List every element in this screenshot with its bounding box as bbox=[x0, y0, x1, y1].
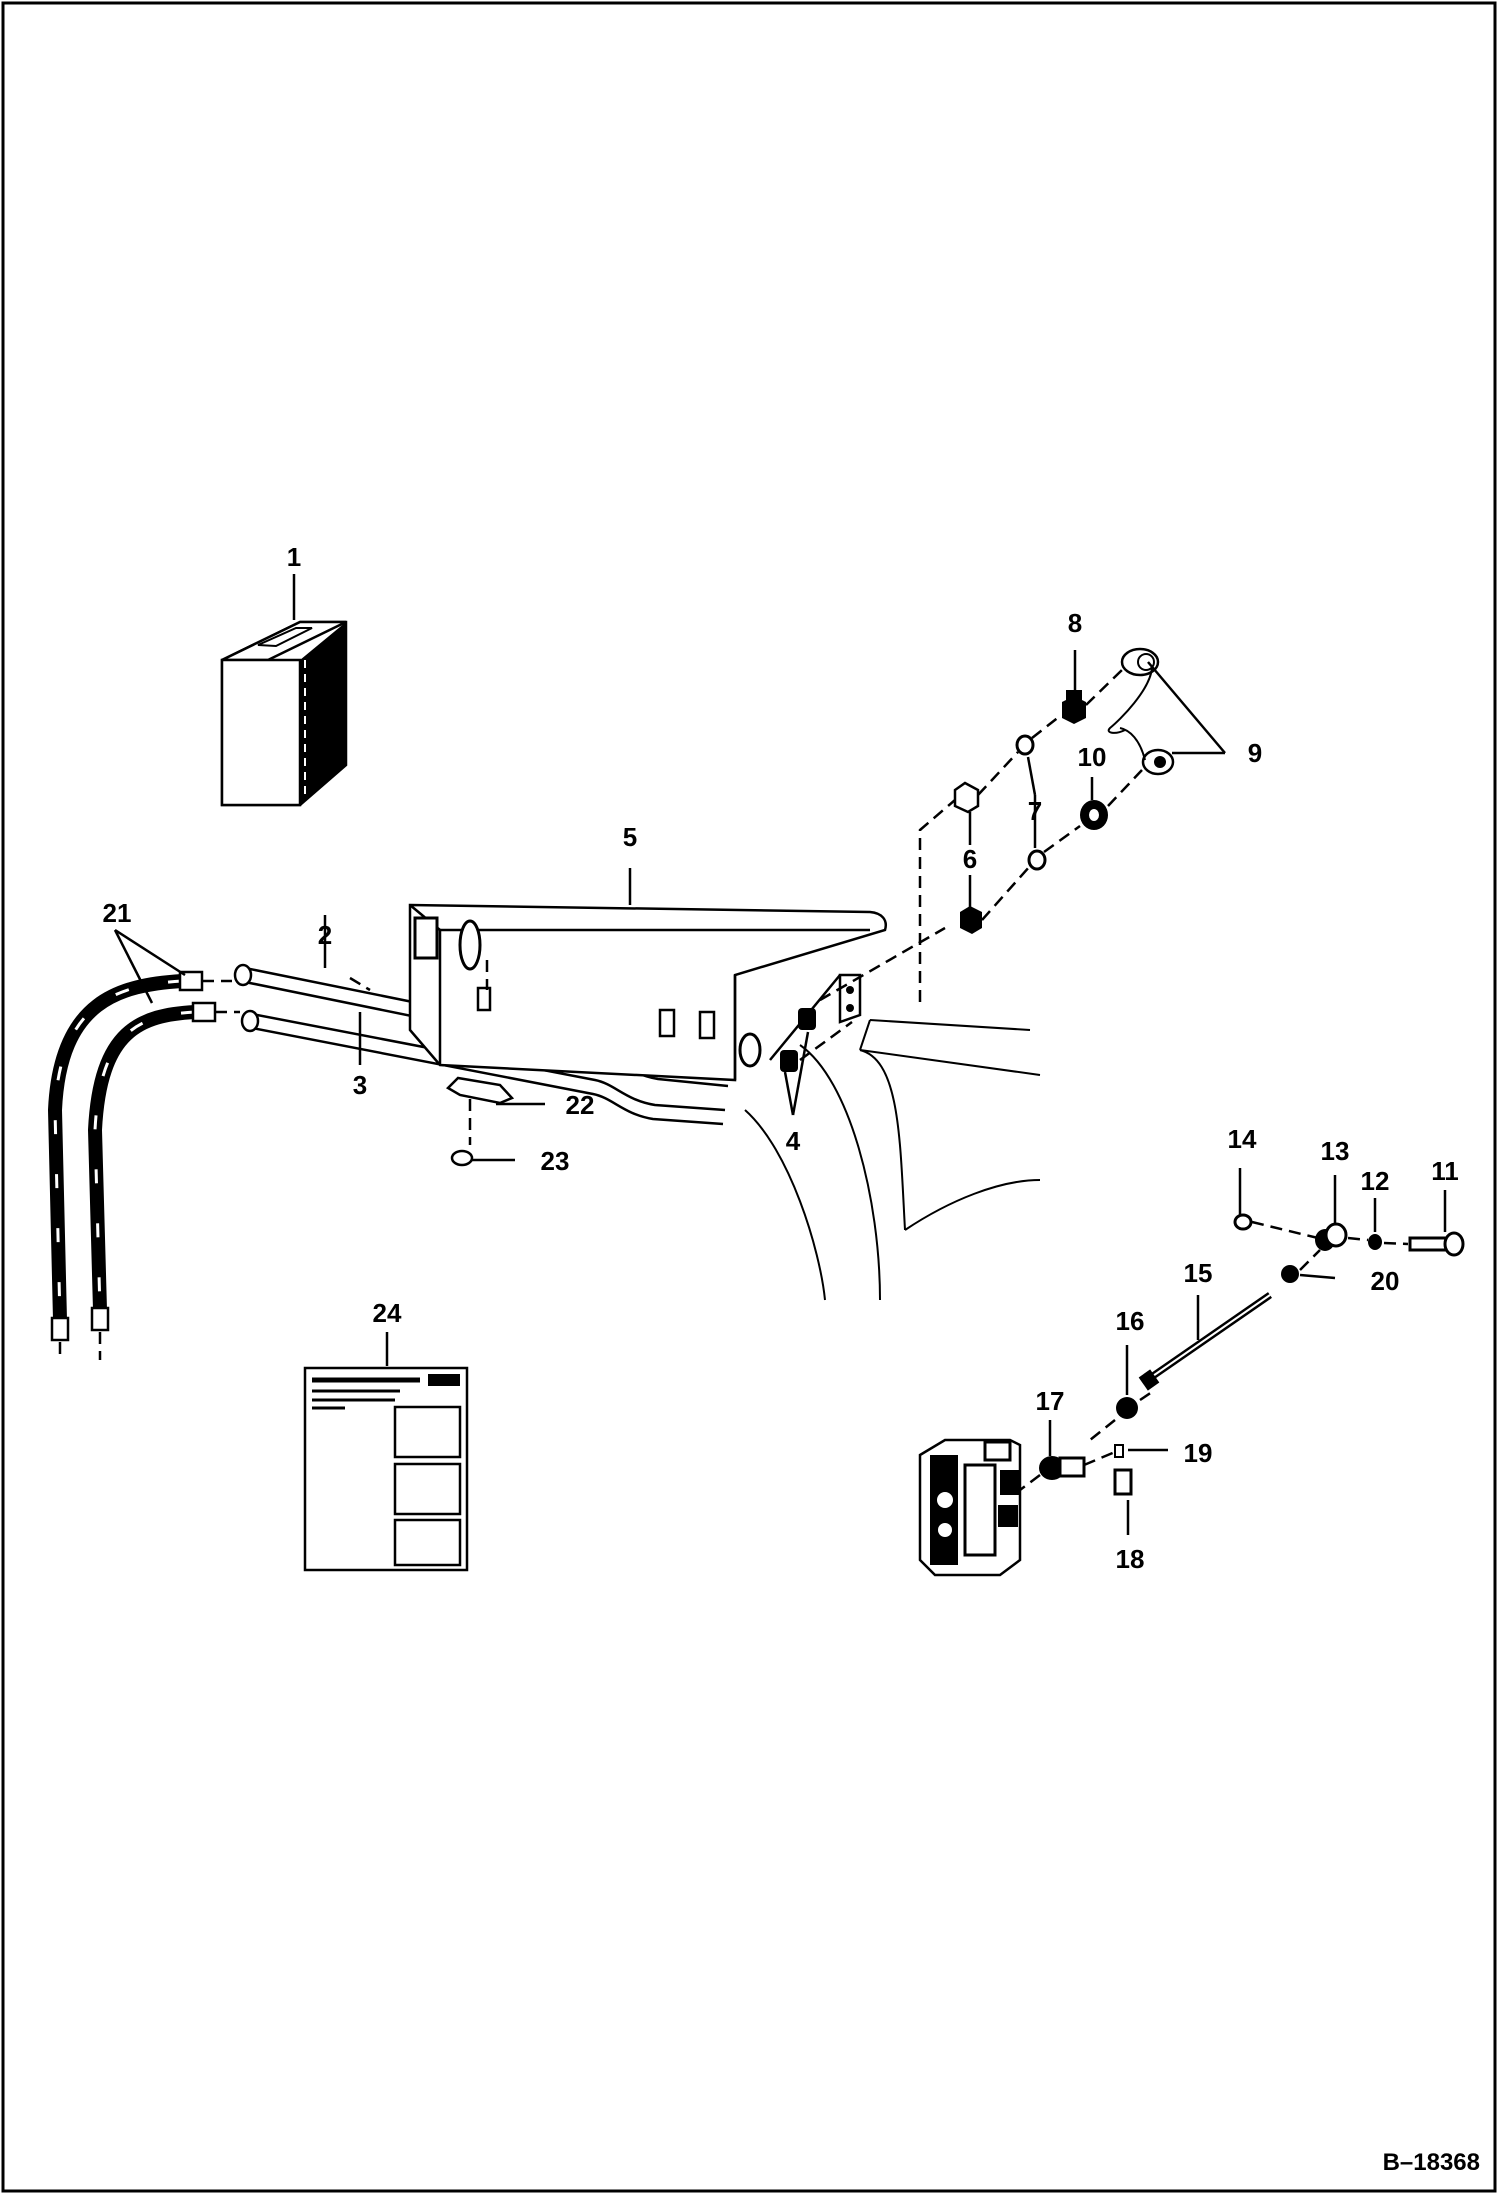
figure-id: B–18368 bbox=[1383, 2149, 1480, 2176]
part-22-clamp bbox=[445, 1076, 515, 1105]
callout-22: 22 bbox=[566, 1090, 595, 1120]
callout-23: 23 bbox=[541, 1146, 570, 1176]
callout-5: 5 bbox=[623, 822, 637, 852]
callout-labels: 1 2 3 4 5 6 7 8 9 10 11 12 13 14 15 16 1… bbox=[103, 542, 1459, 1574]
part-10-fitting bbox=[1080, 800, 1108, 830]
part-17-fitting bbox=[1039, 1456, 1086, 1480]
callout-21: 21 bbox=[103, 898, 132, 928]
callout-3: 3 bbox=[353, 1070, 367, 1100]
callout-13: 13 bbox=[1321, 1136, 1350, 1166]
callout-17: 17 bbox=[1036, 1386, 1065, 1416]
part-18-pin bbox=[1113, 1468, 1133, 1496]
callout-19: 19 bbox=[1184, 1438, 1213, 1468]
part-21-hoses bbox=[47, 970, 240, 1360]
part-8-fitting bbox=[1062, 690, 1086, 724]
callout-4: 4 bbox=[786, 1126, 801, 1156]
loader-frame bbox=[744, 1019, 1041, 1301]
part-15-rod bbox=[1138, 1292, 1272, 1391]
callout-1: 1 bbox=[287, 542, 301, 572]
part-24-instruction-sheet bbox=[303, 1366, 469, 1572]
part-14-nut bbox=[1233, 1213, 1253, 1231]
callout-14: 14 bbox=[1228, 1124, 1257, 1154]
leader-lines bbox=[113, 574, 1447, 1535]
assembly-lines-linkage bbox=[1019, 1220, 1409, 1491]
part-9-couplers bbox=[1107, 647, 1175, 776]
callout-18: 18 bbox=[1116, 1544, 1145, 1574]
callout-8: 8 bbox=[1068, 608, 1082, 638]
callout-24: 24 bbox=[373, 1298, 402, 1328]
part-5-bracket bbox=[408, 903, 887, 1082]
callout-10: 10 bbox=[1078, 742, 1107, 772]
part-16-nut bbox=[1116, 1397, 1138, 1419]
part-20-nut bbox=[1281, 1265, 1299, 1283]
part-19-pin bbox=[1114, 1444, 1124, 1458]
callout-2: 2 bbox=[318, 920, 332, 950]
callout-11: 11 bbox=[1431, 1156, 1459, 1186]
callout-6: 6 bbox=[963, 844, 977, 874]
part-6-fittings bbox=[953, 781, 982, 934]
callout-7: 7 bbox=[1028, 796, 1042, 826]
part-4-fittings bbox=[780, 1008, 816, 1072]
part-13-rod-end bbox=[1315, 1222, 1348, 1251]
callout-9: 9 bbox=[1248, 738, 1262, 768]
callout-12: 12 bbox=[1361, 1166, 1390, 1196]
callout-20: 20 bbox=[1371, 1266, 1400, 1296]
callout-15: 15 bbox=[1184, 1258, 1213, 1288]
part-23-nut bbox=[450, 1149, 474, 1167]
part-7-o-rings bbox=[1015, 734, 1047, 871]
control-valve bbox=[918, 1438, 1022, 1577]
part-12-washer bbox=[1368, 1234, 1382, 1250]
part-1-kit-box bbox=[220, 620, 348, 807]
callout-16: 16 bbox=[1116, 1306, 1145, 1336]
part-11-bolt bbox=[1408, 1231, 1465, 1257]
